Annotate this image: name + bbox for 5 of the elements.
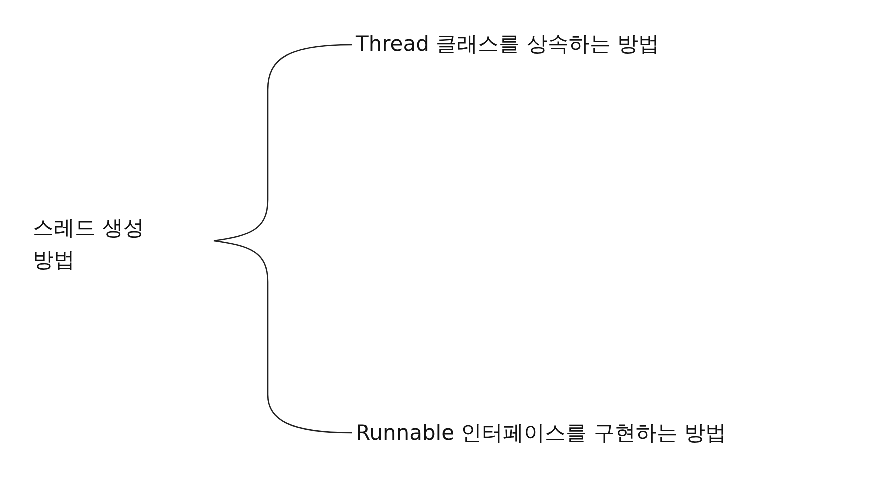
node-label: Runnable 인터페이스를 구현하는 방법 xyxy=(356,417,876,449)
brace-line xyxy=(214,44,352,242)
brace-line xyxy=(214,240,352,434)
node-label: Thread 클래스를 상속하는 방법 xyxy=(356,28,836,60)
node-label: 스레드 생성 방법 xyxy=(33,212,213,276)
